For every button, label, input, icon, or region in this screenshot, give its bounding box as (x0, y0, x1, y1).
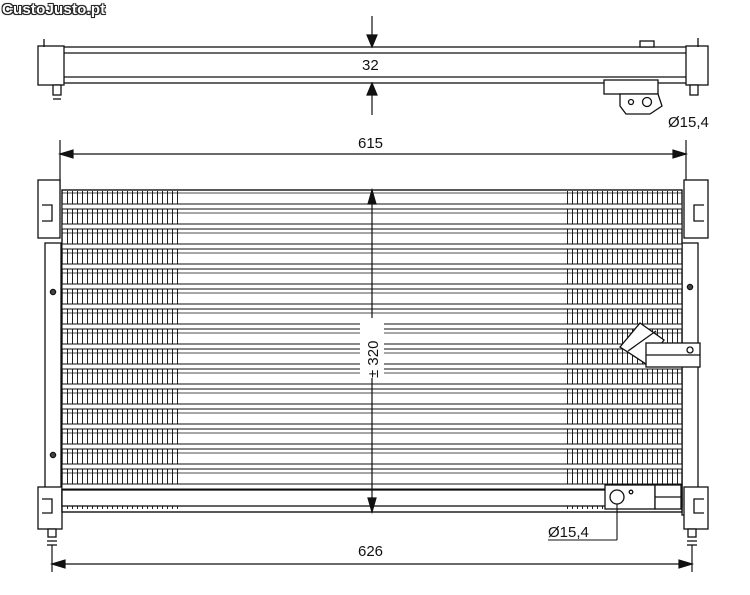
pipe-diameter-bottom-label: Ø15,4 (548, 524, 589, 541)
side-pipe-fitting (619, 322, 701, 368)
dimension-top-depth-label: 32 (362, 57, 379, 74)
dimension-top-width-label: 615 (358, 135, 383, 152)
dimension-bottom-width-label: 626 (358, 543, 383, 560)
top-view (37, 38, 709, 115)
dimension-height-label: ± 320 (365, 341, 382, 378)
left-mounting-bracket (37, 179, 63, 546)
dimension-top-depth (366, 16, 378, 115)
right-mounting-bracket (681, 179, 709, 546)
pipe-diameter-top-label: Ø15,4 (668, 114, 709, 131)
fin-zone-left (66, 191, 182, 509)
watermark: CustoJusto.pt (2, 1, 106, 18)
bottom-pipe-fitting (604, 484, 682, 510)
pipe-diameter-bottom-leader (548, 504, 618, 541)
dimension-height (360, 187, 384, 515)
dimension-bottom-width (49, 545, 695, 572)
